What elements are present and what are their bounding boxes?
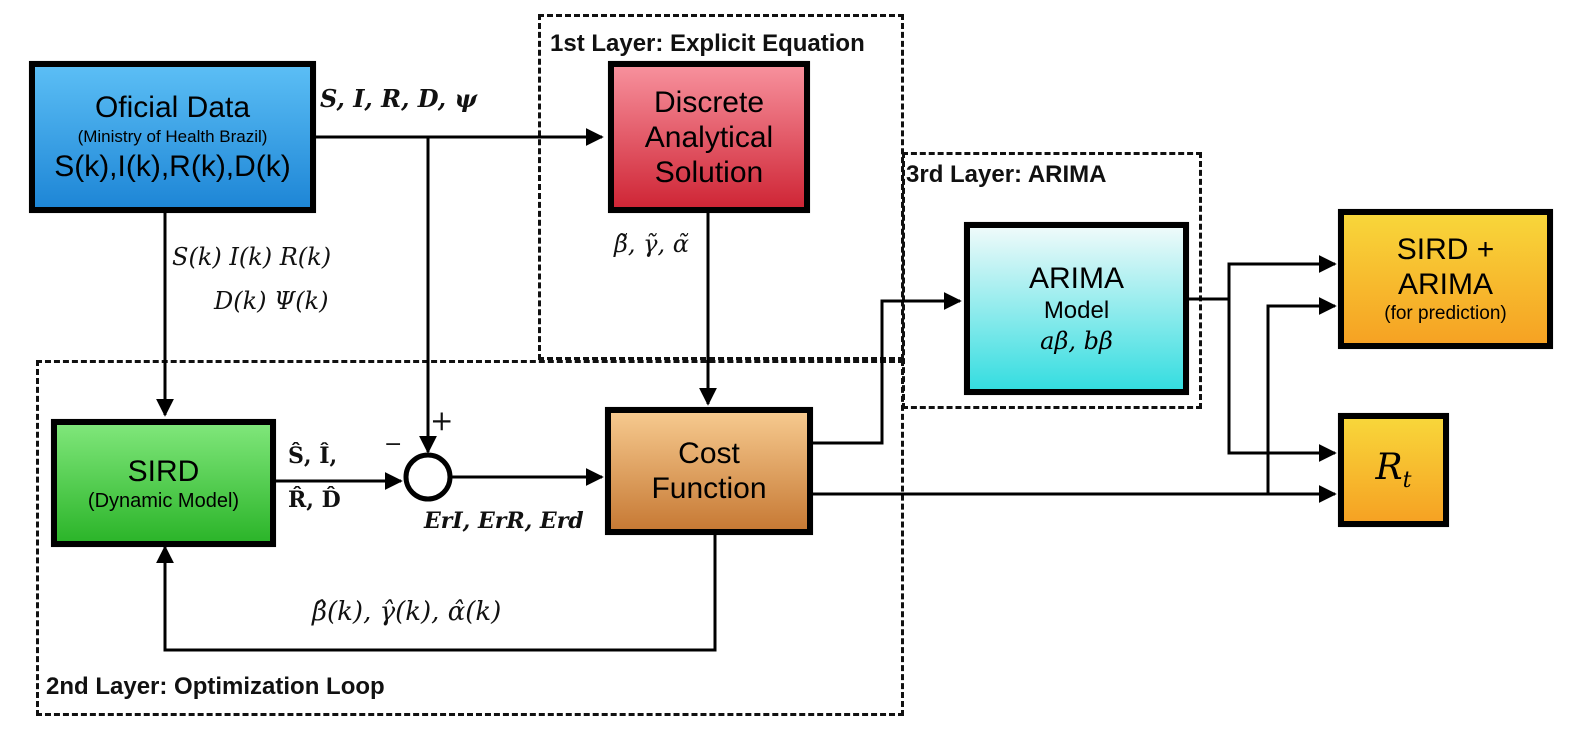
official-data-block: Oficial Data (Ministry of Health Brazil)… (29, 61, 316, 213)
cost-line-1: Cost (678, 437, 740, 470)
feedback-label: β̂(k), γ̂(k), α̂(k) (312, 597, 502, 627)
official-data-title: Oficial Data (94, 91, 251, 124)
sird-arima-line-2: ARIMA (1397, 268, 1493, 301)
official-down-label-2: D(k) Ψ(k) (214, 287, 329, 315)
errors-label: ErI, ErR, Erd (424, 508, 584, 534)
minus-sign: − (384, 432, 403, 457)
official-output-label: S, I, R, D, ψ (320, 84, 478, 113)
sird-block: SIRD (Dynamic Model) (51, 419, 276, 547)
sird-arima-subtitle: (for prediction) (1384, 303, 1507, 324)
sird-arima-block: SIRD + ARIMA (for prediction) (1338, 209, 1553, 349)
arima-title: ARIMA (1028, 262, 1124, 295)
arrow-cost-to-arima (813, 292, 962, 445)
arrow-cost-to-sird-arima (1266, 297, 1337, 494)
discrete-line-3: Solution (654, 155, 764, 189)
official-data-subtitle: (Ministry of Health Brazil) (77, 127, 268, 146)
arima-model-block: ARIMA Model aβ, bβ (964, 222, 1189, 395)
first-layer-title: 1st Layer: Explicit Equation (550, 30, 865, 58)
discrete-line-2: Analytical (644, 120, 774, 154)
second-layer-title: 2nd Layer: Optimization Loop (46, 673, 385, 701)
discrete-analytical-block: Discrete Analytical Solution (608, 61, 810, 213)
official-down-label-1: S(k) I(k) R(k) (172, 243, 332, 271)
summing-junction (403, 452, 453, 502)
discrete-line-1: Discrete (653, 85, 765, 119)
arima-params: aβ, bβ (1040, 327, 1113, 355)
arrow-arima-to-rt (1227, 299, 1337, 462)
rt-label: R (1375, 446, 1403, 488)
official-data-vars: S(k),I(k),R(k),D(k) (54, 150, 291, 183)
arrow-arima-to-sird-arima (1227, 255, 1337, 299)
sird-arima-line-1: SIRD + (1396, 233, 1495, 266)
discrete-output-label: β̃, γ̃, α̃ (614, 230, 689, 258)
sird-subtitle: (Dynamic Model) (87, 489, 240, 512)
plus-sign: + (430, 404, 454, 437)
rt-block: Rt (1338, 413, 1449, 527)
arima-subtitle: Model (1043, 297, 1110, 324)
sird-title: SIRD (127, 454, 200, 488)
third-layer-frame (902, 152, 1202, 409)
sird-output-label-1: Ŝ, Î, (288, 443, 338, 469)
sird-output-label-2: R̂, D̂ (288, 487, 341, 513)
third-layer-title: 3rd Layer: ARIMA (906, 161, 1107, 189)
cost-function-block: Cost Function (605, 407, 813, 535)
second-layer-frame (36, 360, 904, 716)
cost-line-2: Function (651, 472, 767, 505)
arrow-cost-feedback (156, 535, 717, 652)
rt-sub: t (1402, 468, 1412, 494)
